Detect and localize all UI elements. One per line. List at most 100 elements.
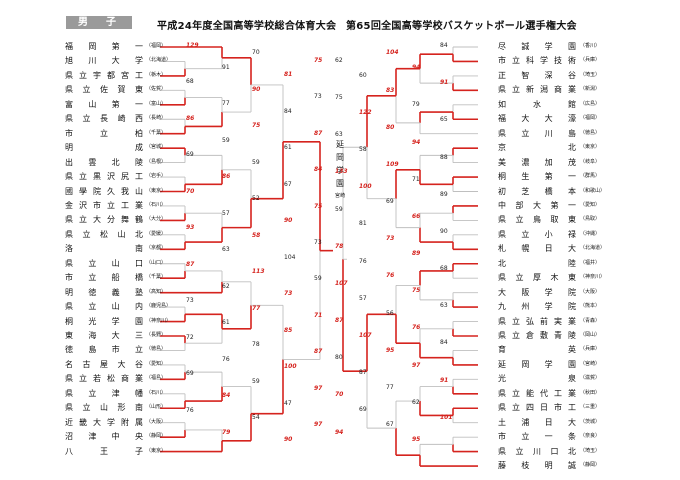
- team-name: 県立宇都宮工: [65, 70, 143, 80]
- team-prefecture: （福島）: [146, 375, 167, 382]
- right-team-2: 市立科学技術（兵庫）: [498, 55, 600, 66]
- team-prefecture: （東京）: [580, 144, 601, 151]
- right-score-13: 63: [335, 131, 343, 139]
- right-team-4: 県立新潟商業（新潟）: [498, 84, 600, 95]
- right-score-14: 94: [412, 138, 421, 146]
- right-score-6: 91: [440, 79, 449, 87]
- team-prefecture: （奈良）: [580, 433, 601, 440]
- left-score-20: 67: [284, 180, 292, 188]
- team-prefecture: （静岡）: [580, 462, 601, 469]
- right-team-26: 県立四日市工（三重）: [498, 402, 600, 413]
- left-score-33: 59: [314, 275, 322, 283]
- team-prefecture: （群馬）: [580, 173, 601, 180]
- team-name: 札幌日大: [498, 244, 576, 254]
- team-name: 八王子: [65, 446, 143, 456]
- team-prefecture: （岩手）: [146, 173, 167, 180]
- team-prefecture: （福井）: [580, 259, 601, 266]
- right-score-25: 81: [359, 220, 367, 228]
- right-score-47: 77: [386, 383, 394, 391]
- team-name: 初芝橋本: [498, 186, 576, 196]
- left-score-6: 68: [186, 78, 194, 86]
- left-score-24: 57: [222, 209, 230, 217]
- team-name: 県立倉敷青陵: [498, 331, 576, 340]
- team-prefecture: （島根）: [146, 158, 167, 165]
- right-score-16: 88: [440, 153, 448, 161]
- team-prefecture: （秋田）: [580, 389, 601, 396]
- right-score-37: 56: [386, 309, 394, 317]
- right-team-29: 県立川口北（埼玉）: [498, 446, 600, 457]
- right-score-29: 89: [412, 250, 421, 258]
- team-name: 中部大第一: [498, 200, 576, 210]
- left-score-5: 81: [284, 71, 293, 79]
- right-team-13: 県立鳥取東（鳥取）: [498, 214, 600, 225]
- left-score-38: 71: [314, 311, 323, 319]
- right-score-4: 94: [412, 64, 421, 72]
- team-name: 桐生第一: [498, 172, 576, 182]
- left-score-44: 76: [222, 355, 230, 363]
- left-team-4: 県立佐賀東（佐賀）: [65, 84, 166, 95]
- team-name: 旭川大学: [65, 56, 143, 66]
- team-name: 尽誠学園: [498, 42, 576, 51]
- left-score-37: 77: [252, 304, 261, 312]
- right-team-14: 県立小禄（沖縄）: [498, 229, 600, 240]
- team-prefecture: （神奈川）: [146, 317, 172, 324]
- left-score-46: 69: [186, 370, 194, 378]
- right-score-28: 78: [335, 242, 344, 250]
- team-prefecture: （京都）: [146, 245, 167, 252]
- right-team-12: 中部大第一（愛知）: [498, 200, 600, 211]
- left-team-13: 県立大分舞鶴（大分）: [65, 214, 166, 225]
- team-prefecture: （佐賀）: [146, 86, 167, 93]
- left-score-7: 90: [252, 85, 261, 93]
- team-prefecture: （東京）: [146, 187, 167, 194]
- left-score-34: 62: [222, 282, 230, 290]
- team-name: 県立黒沢尻工: [65, 172, 143, 182]
- left-score-50: 47: [284, 399, 292, 407]
- champion-vertical-label: 延岡学園 宮崎: [333, 138, 347, 200]
- team-name: 福岡第一: [65, 42, 143, 51]
- right-team-1: 尽誠学園（香川）: [498, 41, 600, 52]
- team-name: 福大大濠: [498, 114, 576, 124]
- team-name: 桐光学園: [65, 316, 143, 326]
- right-team-10: 桐生第一 （群馬）: [498, 171, 600, 182]
- team-name: 県立松山北: [65, 229, 143, 239]
- right-score-43: 80: [335, 354, 343, 362]
- team-prefecture: （徳島）: [146, 346, 167, 353]
- right-score-39: 76: [412, 324, 421, 332]
- left-team-22: 徳島市立（徳島）: [65, 344, 166, 355]
- left-team-9: 出雲北陵（島根）: [65, 157, 166, 168]
- team-name: 沼津中央: [65, 432, 143, 442]
- team-name: 県立若松商業: [65, 374, 143, 384]
- right-score-46: 91: [440, 376, 449, 384]
- right-score-54: 95: [412, 436, 421, 443]
- team-name: 県立弘前実業: [498, 316, 576, 326]
- left-score-30: 104: [284, 253, 296, 261]
- left-team-16: 県立山口（山口）: [65, 258, 166, 269]
- team-prefecture: （静岡）: [146, 433, 167, 440]
- left-team-18: 明徳義塾（高知）: [65, 287, 166, 298]
- team-prefecture: （福岡）: [580, 115, 601, 122]
- team-name: 國學院久我山: [65, 186, 143, 196]
- team-prefecture: （兵庫）: [580, 346, 601, 353]
- right-score-35: 57: [359, 294, 367, 302]
- left-score-14: 59: [222, 136, 230, 144]
- left-score-35: 73: [284, 290, 293, 298]
- team-prefecture: （茨城）: [580, 418, 601, 425]
- right-score-41: 84: [440, 339, 448, 347]
- left-score-39: 61: [222, 319, 230, 327]
- left-score-52: 54: [252, 414, 260, 422]
- left-score-23: 75: [314, 202, 323, 210]
- team-prefecture: （岐阜）: [580, 158, 601, 165]
- left-score-11: 86: [186, 114, 195, 122]
- left-score-1: 129: [186, 42, 199, 49]
- team-name: 市立科学技術: [498, 56, 576, 66]
- right-score-45: 87: [359, 369, 367, 377]
- left-team-28: 沼津中央（静岡）: [65, 431, 166, 442]
- left-score-10: 84: [284, 107, 292, 115]
- team-name: 徳島市立: [65, 345, 143, 355]
- team-name: 洛南: [65, 244, 143, 254]
- right-team-16: 北陸（福井）: [498, 258, 600, 269]
- left-score-55: 90: [284, 436, 293, 443]
- left-score-31: 87: [186, 260, 195, 268]
